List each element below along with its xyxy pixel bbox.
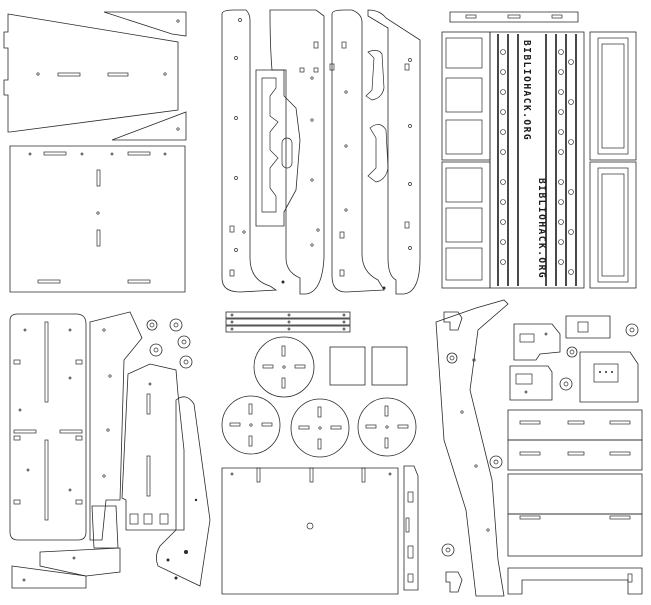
disc-3 (290, 398, 350, 458)
large-front-panel (221, 467, 399, 595)
strip-2 (225, 318, 351, 326)
tapered-side-panel (3, 13, 179, 133)
board-plate-3 (509, 365, 553, 401)
engraved-dividers (489, 31, 585, 289)
engraving-text-right-bottom: BIBLIOHACK.ORG (536, 178, 547, 279)
vertical-connector (403, 465, 419, 591)
curved-side-panel (156, 396, 211, 587)
frame-right-bottom (589, 161, 637, 289)
bracket-bottom (445, 571, 463, 593)
side-rail-3 (331, 9, 385, 293)
long-central-panel (121, 363, 185, 531)
bracket-top (443, 311, 463, 331)
bottom-right-group (435, 299, 643, 597)
frame-right-top (589, 31, 637, 161)
shelf-bar-3 (507, 473, 643, 515)
engraving-text-left-top: BIBLIOHACK.ORG (521, 40, 532, 141)
square-plate-2 (371, 346, 408, 386)
side-rail-2 (269, 9, 325, 295)
top-middle-group (221, 9, 421, 295)
hex-nuts (146, 318, 193, 369)
bottom-wedge (39, 547, 121, 577)
disc-2 (221, 395, 281, 455)
handle-cutout-2 (367, 124, 389, 183)
bottom-rail (507, 567, 643, 595)
ladder-panel (255, 69, 301, 227)
board-plate-2 (565, 315, 611, 339)
top-left-group (3, 11, 187, 293)
side-rail-4 (367, 9, 421, 295)
disc-4 (357, 397, 417, 457)
long-angled-panel (435, 299, 509, 597)
board-plate-1 (513, 323, 561, 361)
strip-1 (225, 311, 351, 319)
disc-1 (253, 336, 315, 398)
frame-left-bottom (441, 161, 491, 289)
bottom-wedge-2 (11, 565, 87, 589)
display-bracket (579, 351, 639, 403)
small-wedge-top (103, 11, 187, 37)
square-plate-1 (329, 346, 366, 386)
strip-3 (225, 325, 351, 333)
shelf-bar-2 (507, 439, 643, 471)
frame-left-top (441, 31, 491, 161)
tall-side-panel (9, 313, 87, 541)
small-wedge-bottom (111, 111, 187, 141)
top-right-group: BIBLIOHACK.ORG BIBLIOHACK.ORG (441, 11, 637, 289)
slot (107, 72, 129, 77)
shelf-bar-1 (507, 409, 643, 441)
shelf-bar-4 (507, 513, 643, 557)
base-panel (9, 145, 186, 293)
bottom-left-group (9, 311, 211, 589)
handle-cutout (365, 50, 385, 101)
side-rail-1 (221, 9, 278, 293)
slot (57, 72, 81, 77)
small-plate (91, 505, 119, 549)
bottom-middle-group (221, 311, 419, 595)
top-strip (449, 11, 579, 23)
